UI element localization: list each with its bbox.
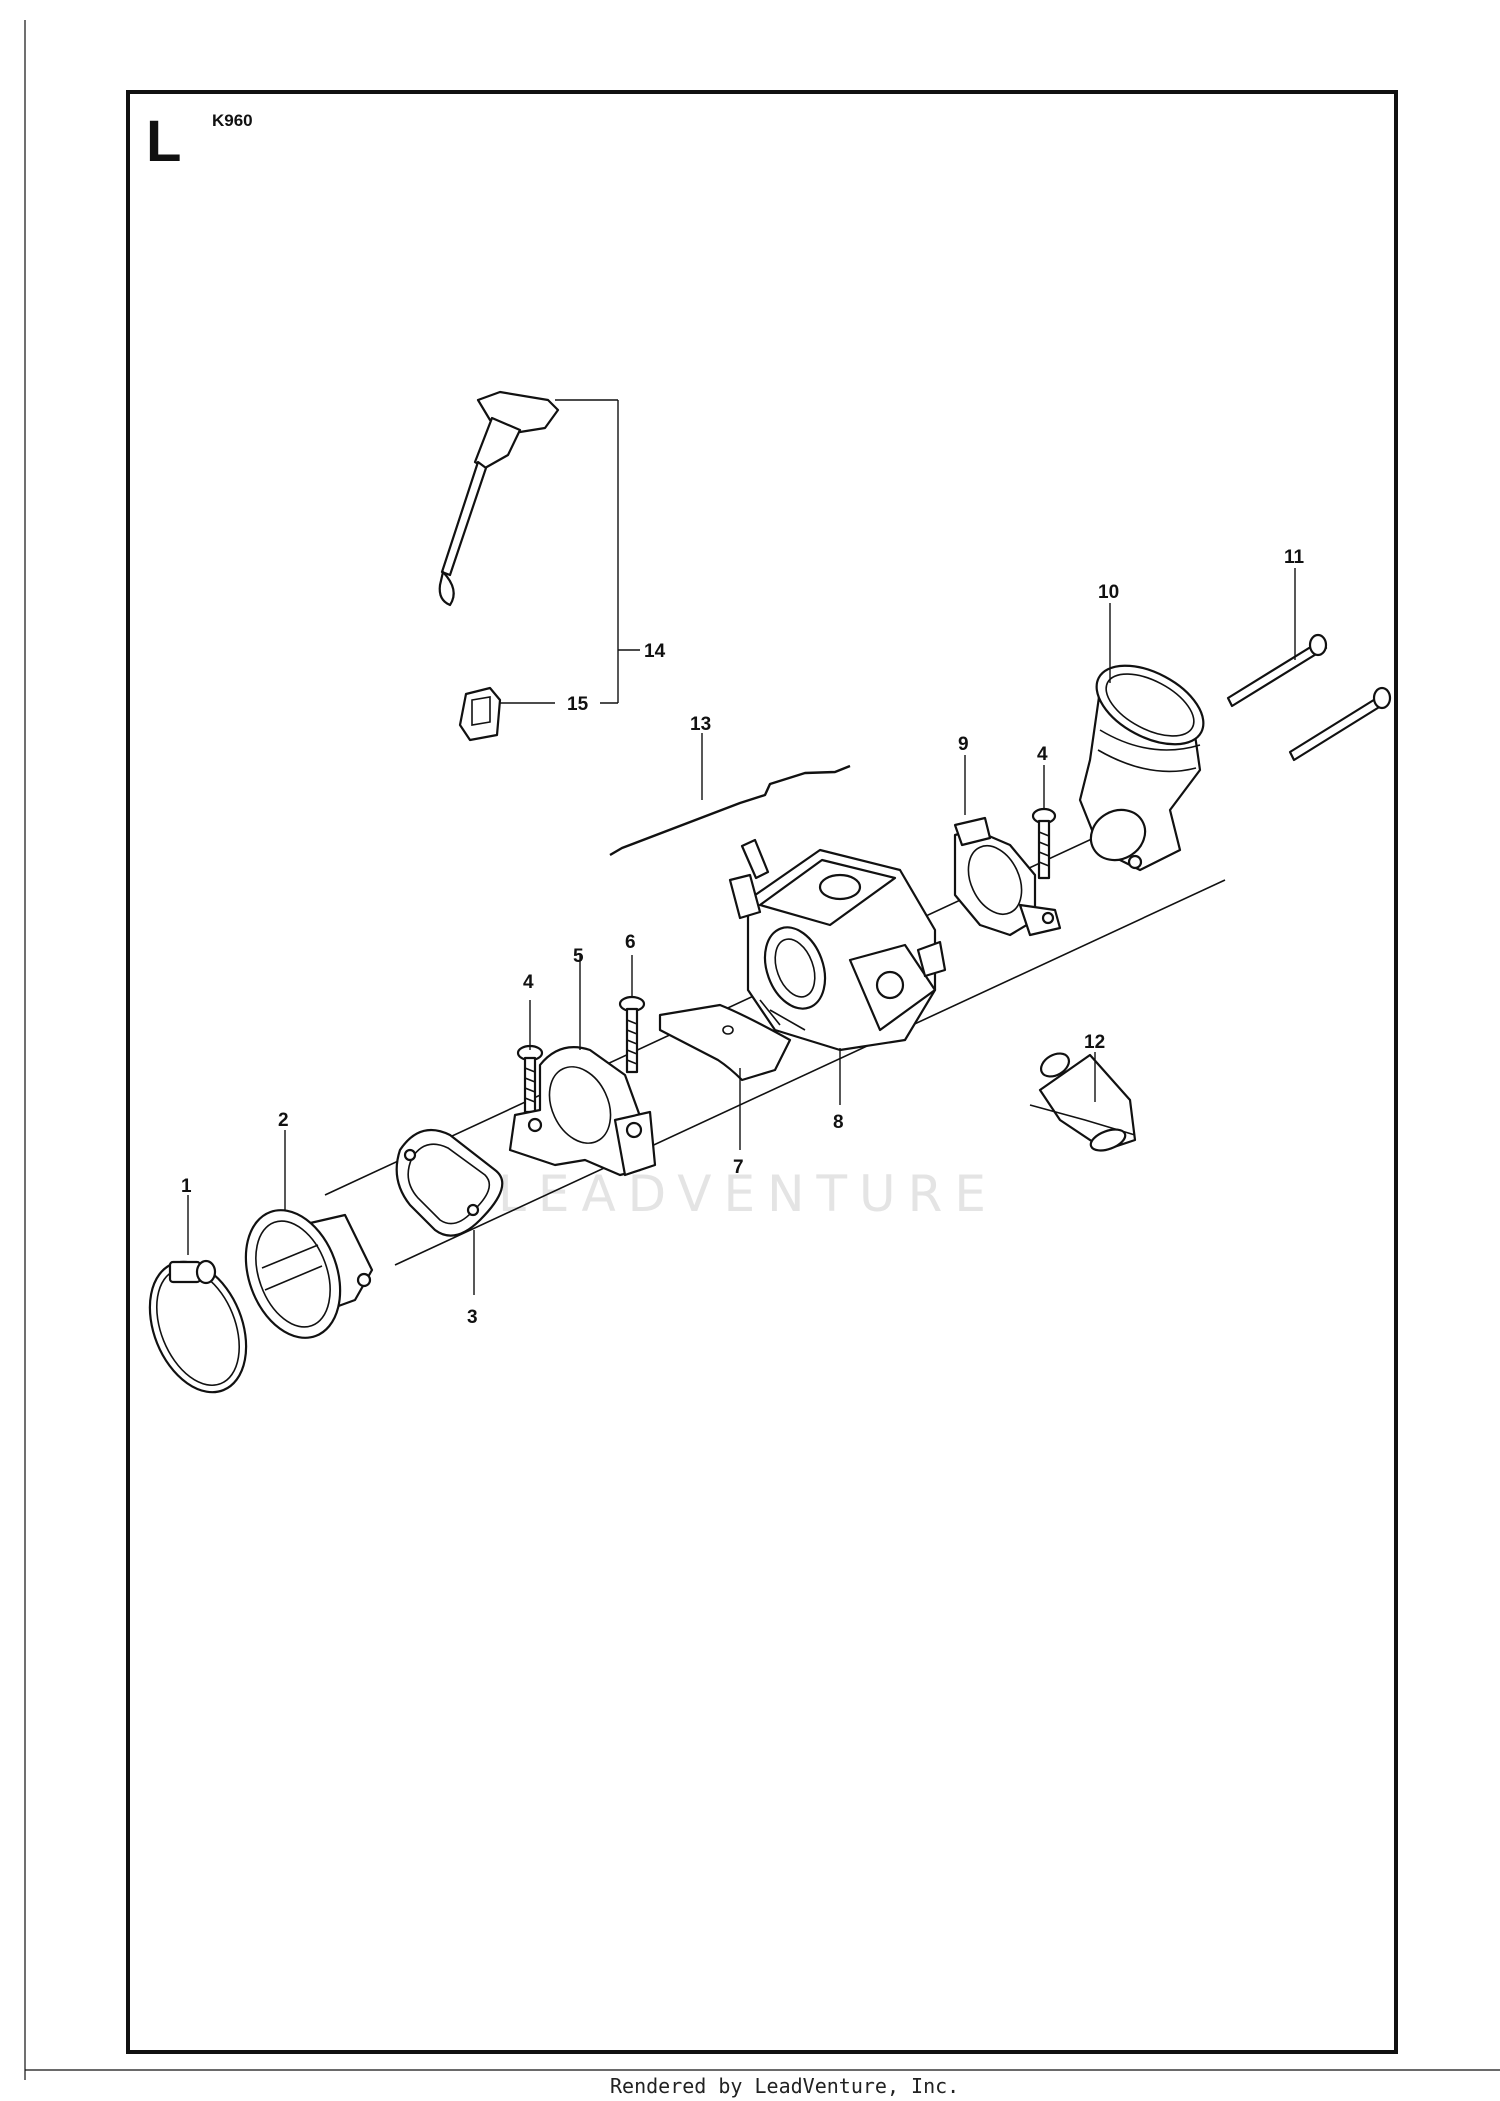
callout-3: 3 — [467, 1307, 478, 1328]
part-carburetor — [728, 838, 947, 1052]
part-intake-flange — [953, 816, 1062, 937]
part-intake-adapter — [244, 1209, 374, 1339]
callout-9: 9 — [958, 734, 969, 755]
part-gasket — [395, 1128, 504, 1237]
section-letter: L — [146, 109, 181, 174]
part-hose-clamp — [148, 1259, 248, 1394]
callout-4-left: 4 — [523, 972, 534, 993]
diagram-frame — [126, 90, 1398, 2054]
callout-13: 13 — [690, 714, 711, 735]
callout-4-right: 4 — [1037, 744, 1048, 765]
part-lever — [438, 390, 560, 607]
footer-text: Rendered by LeadVenture, Inc. — [610, 2074, 959, 2098]
leader-lines — [187, 399, 1296, 1295]
part-carburetor-bracket — [508, 1046, 657, 1177]
watermark: LEADVENTURE — [498, 1165, 998, 1223]
part-long-screws — [1226, 633, 1392, 762]
part-plate — [658, 1003, 792, 1082]
part-clip — [458, 686, 502, 742]
part-intake-boot — [1078, 664, 1205, 872]
callout-6: 6 — [625, 932, 636, 953]
callout-8: 8 — [833, 1112, 844, 1133]
callout-7: 7 — [733, 1157, 744, 1178]
model-label: K960 — [212, 111, 253, 130]
part-sleeve — [1029, 1052, 1137, 1152]
callout-12: 12 — [1084, 1032, 1105, 1053]
callout-14: 14 — [644, 641, 666, 662]
callout-1: 1 — [181, 1176, 192, 1197]
callout-11: 11 — [1284, 547, 1305, 568]
callout-15: 15 — [567, 694, 589, 715]
part-wire-rod — [609, 764, 851, 857]
callout-2: 2 — [278, 1110, 289, 1131]
part-screw-center — [618, 995, 646, 1074]
callout-10: 10 — [1098, 582, 1119, 603]
part-screw-right — [1031, 807, 1057, 880]
callout-5: 5 — [573, 946, 584, 967]
part-screw-left — [516, 1044, 544, 1114]
